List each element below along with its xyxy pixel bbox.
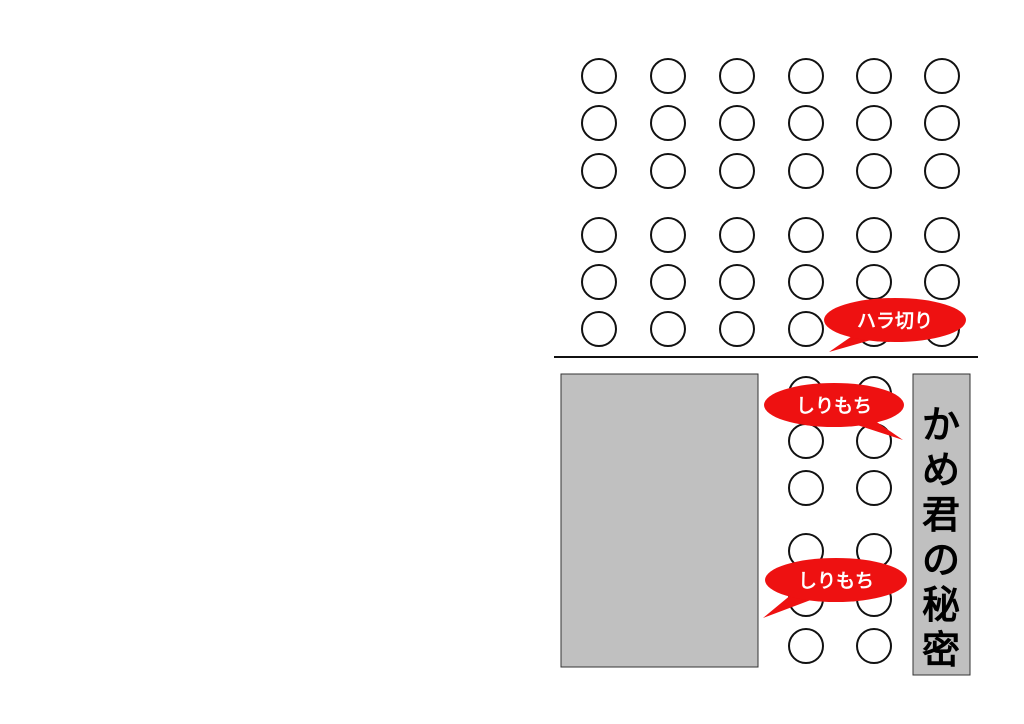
grid-circle bbox=[719, 217, 755, 253]
grid-circle bbox=[788, 153, 824, 189]
grid-circle bbox=[581, 264, 617, 300]
grid-circle bbox=[650, 105, 686, 141]
grid-circle bbox=[788, 105, 824, 141]
grid-circle bbox=[788, 311, 824, 347]
speech-bubble-shirimochi-bottom: しりもち bbox=[763, 558, 907, 618]
title-character: 密 bbox=[922, 628, 960, 672]
title-character: 秘 bbox=[922, 583, 960, 627]
grid-circle bbox=[581, 153, 617, 189]
grid-circle bbox=[788, 628, 824, 664]
grid-circle bbox=[650, 311, 686, 347]
grid-circle bbox=[924, 153, 960, 189]
grid-circle bbox=[924, 105, 960, 141]
speech-bubble-text: しりもち bbox=[796, 395, 872, 417]
title-character: 君 bbox=[922, 493, 960, 537]
grid-circle bbox=[788, 58, 824, 94]
speech-bubble-body bbox=[765, 558, 907, 602]
grid-circle bbox=[581, 311, 617, 347]
title-character: か bbox=[922, 403, 960, 447]
grid-circle bbox=[788, 264, 824, 300]
title-panel-background bbox=[912, 373, 971, 676]
grid-circle bbox=[788, 217, 824, 253]
top-circle-grid bbox=[581, 58, 960, 347]
grid-circle bbox=[650, 153, 686, 189]
grid-circle bbox=[924, 264, 960, 300]
speech-bubble-harakiri: ハラ切り bbox=[824, 298, 966, 352]
grid-circle bbox=[650, 58, 686, 94]
grid-circle bbox=[856, 105, 892, 141]
speech-bubble-body bbox=[824, 298, 966, 342]
grid-circle bbox=[788, 470, 824, 506]
grid-circle bbox=[924, 217, 960, 253]
speech-bubble-body bbox=[764, 383, 904, 427]
speech-bubble-tail bbox=[763, 594, 816, 618]
speech-bubble-shirimochi-top: しりもち bbox=[764, 383, 904, 440]
speech-bubble-text: ハラ切り bbox=[857, 310, 933, 332]
grid-circle bbox=[719, 264, 755, 300]
grid-circle bbox=[788, 423, 824, 459]
grid-circle bbox=[856, 264, 892, 300]
grid-circle bbox=[581, 105, 617, 141]
grid-circle bbox=[581, 217, 617, 253]
grid-circle bbox=[856, 153, 892, 189]
grid-circle bbox=[856, 217, 892, 253]
grid-circle bbox=[581, 58, 617, 94]
grid-circle bbox=[650, 264, 686, 300]
grid-circle bbox=[650, 217, 686, 253]
title-character: め bbox=[922, 448, 960, 492]
grid-circle bbox=[719, 58, 755, 94]
speech-bubble-text: しりもち bbox=[798, 570, 874, 592]
grid-circle bbox=[719, 105, 755, 141]
title-character: の bbox=[922, 538, 960, 582]
grid-circle bbox=[856, 58, 892, 94]
grid-circle bbox=[719, 153, 755, 189]
image-placeholder-panel bbox=[560, 373, 759, 668]
grid-circle bbox=[719, 311, 755, 347]
grid-circle bbox=[924, 58, 960, 94]
grid-circle bbox=[856, 628, 892, 664]
grid-circle bbox=[856, 470, 892, 506]
